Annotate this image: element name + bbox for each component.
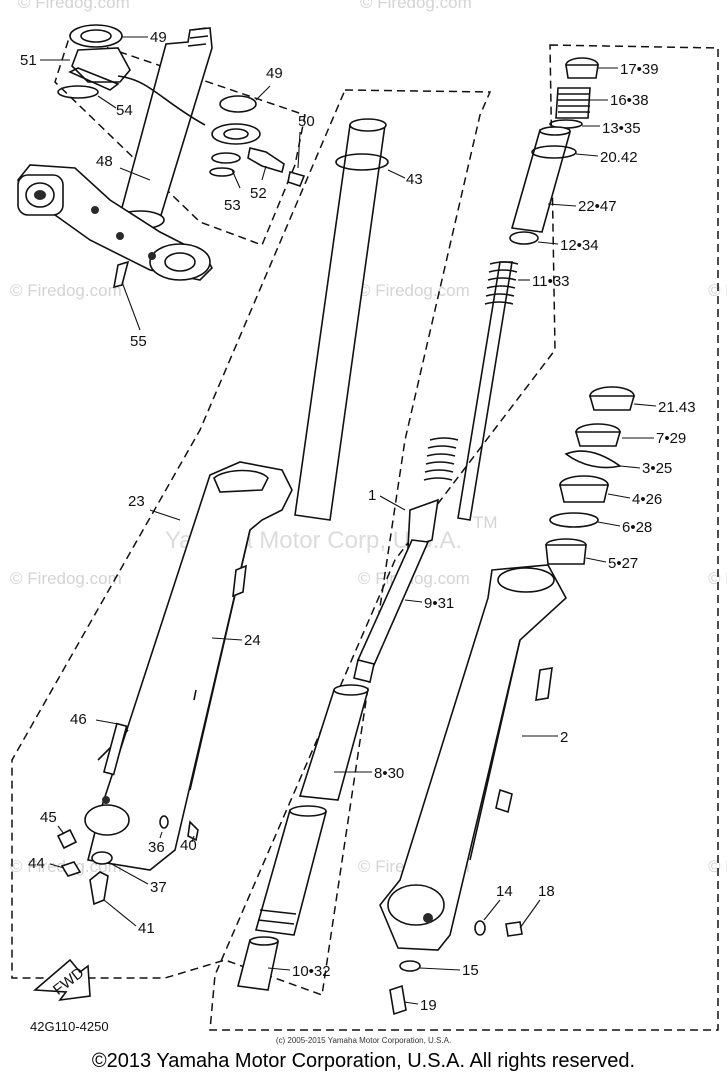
- sleeve-8-30: [298, 684, 370, 801]
- callout: 50: [298, 113, 315, 130]
- callout: 10•32: [292, 963, 331, 980]
- lower-crown-bracket: [17, 164, 213, 281]
- leader-lines: [40, 36, 657, 1005]
- callout: 9•31: [424, 595, 454, 612]
- left-hardware: [56, 815, 199, 906]
- callout: 4•26: [632, 491, 662, 508]
- callout: 14: [496, 883, 513, 900]
- callout: 19: [420, 997, 437, 1014]
- watermark-firedog: © Firedog.com: [708, 569, 727, 588]
- callout: 48: [96, 153, 113, 170]
- callout: 13•35: [602, 120, 641, 137]
- callout: 49: [150, 29, 167, 46]
- watermark-firedog: © Firedog.com: [360, 0, 472, 12]
- callout: 49: [266, 65, 283, 82]
- callout-labels: 49 51 54 49 50 48 53 52 55 43 17•39 16•3…: [20, 29, 696, 1014]
- steering-lock-collar: [71, 47, 131, 83]
- callout: 40: [180, 837, 197, 854]
- callout: 24: [244, 632, 261, 649]
- watermark-firedog: © Firedog.com: [358, 281, 470, 300]
- callout: 44: [28, 855, 45, 872]
- callout: 46: [70, 711, 87, 728]
- callout: 17•39: [620, 61, 659, 78]
- crown-subassembly-outline: [54, 34, 306, 246]
- bolt-55: [112, 260, 130, 289]
- callout: 15: [462, 962, 479, 979]
- callout: 16•38: [610, 92, 649, 109]
- callout: 11•33: [532, 273, 570, 290]
- right-cap-stack: [509, 57, 636, 565]
- inner-tube-43: [294, 118, 389, 521]
- callout: 8•30: [374, 765, 404, 782]
- watermark-firedog: © Firedog.com: [358, 569, 470, 588]
- small-copyright: (c) 2005-2015 Yamaha Motor Corporation, …: [275, 1036, 452, 1045]
- callout: 41: [138, 920, 155, 937]
- callout: 1: [368, 487, 376, 504]
- dashed-outlines: [11, 34, 719, 1031]
- callout: 23: [128, 493, 145, 510]
- lock-cable: [117, 75, 206, 126]
- right-leg-outline: [209, 44, 719, 1031]
- callout: 37: [150, 879, 167, 896]
- callout: 36: [148, 839, 165, 856]
- callout: 5•27: [608, 555, 638, 572]
- damper-rod-spring: [353, 261, 519, 683]
- watermark-firedog: © Firedog.com: [10, 569, 122, 588]
- callout: 51: [20, 52, 37, 69]
- steering-small-parts: [112, 75, 306, 289]
- fwd-arrow: FWD: [32, 958, 91, 1002]
- callout: 55: [130, 333, 147, 350]
- steering-stem-shaft: [119, 27, 213, 226]
- fork-spring-upper: [484, 261, 519, 305]
- right-hardware: [389, 920, 523, 1016]
- diagram-code: 42G110-4250: [30, 1019, 109, 1034]
- callout: 12•34: [560, 237, 599, 254]
- callout: 2: [560, 729, 568, 746]
- callout: 20.42: [600, 149, 638, 166]
- footer-copyright: ©2013 Yamaha Motor Corporation, U.S.A. A…: [91, 1050, 636, 1072]
- callout: 53: [224, 197, 241, 214]
- watermark-firedog: © Firedog.com: [708, 857, 727, 876]
- callout: 6•28: [622, 519, 652, 536]
- right-outer-tube: [379, 564, 568, 951]
- callout: 21.43: [658, 399, 696, 416]
- callout: 52: [250, 185, 267, 202]
- callout: 54: [116, 102, 133, 119]
- watermark-firedog: © Firedog.com: [10, 281, 122, 300]
- callout: 22•47: [578, 198, 617, 215]
- callout: 18: [538, 883, 555, 900]
- fork-spring-lower: [423, 437, 459, 481]
- callout: 43: [406, 171, 423, 188]
- watermark-firedog: © Firedog.com: [18, 0, 130, 12]
- left-outer-tube: [84, 461, 293, 871]
- watermark-tm: TM: [473, 513, 498, 532]
- dust-seal-ring: [57, 85, 99, 99]
- callout: 45: [40, 809, 57, 826]
- lower-tube-10-32: [236, 805, 328, 991]
- left-leg-outline: [11, 89, 492, 997]
- callout: 7•29: [656, 430, 686, 447]
- callout: 3•25: [642, 460, 672, 477]
